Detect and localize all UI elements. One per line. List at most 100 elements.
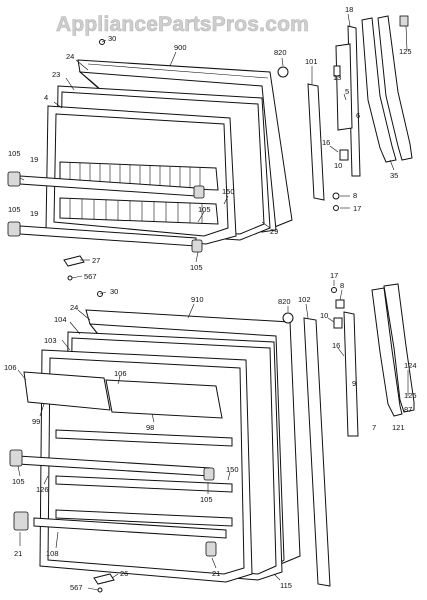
callout-101: 101	[305, 57, 318, 66]
callout-99: 99	[32, 417, 40, 426]
dairy-compartment-door	[23, 371, 111, 411]
freezer-bar-end-cap-left-lower	[7, 221, 21, 237]
callout-23: 23	[52, 70, 60, 79]
freezer-screw-17	[333, 205, 339, 211]
fresh-food-door-stop	[93, 573, 115, 585]
callout-126: 126	[36, 485, 49, 494]
fresh-food-screw-17	[331, 287, 337, 293]
freezer-handle-cap	[399, 15, 409, 27]
callout-125: 125	[404, 391, 417, 400]
callout-820: 820	[278, 297, 291, 306]
callout-105-right-lower: 105	[190, 263, 203, 272]
fresh-food-bar-end-cap-left-lower	[13, 511, 29, 531]
callout-16: 16	[332, 341, 340, 350]
freezer-hinge-shim	[339, 149, 349, 161]
fresh-food-door-shelf-2	[55, 475, 233, 493]
callout-13: 13	[333, 73, 341, 82]
callout-29: 29	[270, 227, 278, 236]
callout-106-left: 106	[4, 363, 17, 372]
callout-30: 30	[110, 287, 118, 296]
fresh-food-bar-end-cap-right-upper	[203, 467, 215, 481]
callout-30: 30	[108, 34, 116, 43]
callout-19-upper: 19	[30, 155, 38, 164]
freezer-hinge-pin	[333, 65, 341, 77]
callout-105-left-upper: 105	[8, 149, 21, 158]
callout-108: 108	[46, 549, 59, 558]
callout-103: 103	[44, 336, 57, 345]
callout-121: 121	[392, 423, 405, 432]
callout-150: 150	[222, 187, 235, 196]
callout-10: 10	[334, 161, 342, 170]
callout-24: 24	[66, 52, 74, 61]
freezer-callouts: 30 900 24 23 4 820 101 18 13 125 5 6 16 …	[8, 5, 412, 281]
watermark-text: AppliancePartsPros.com	[56, 13, 309, 36]
freezer-bar-end-cap-right-upper	[193, 185, 205, 199]
freezer-hole-plug	[277, 66, 289, 78]
callout-115: 115	[280, 581, 292, 590]
freezer-bar-end-cap-left-upper	[7, 171, 21, 187]
callout-900: 900	[174, 43, 187, 52]
callout-21-left: 21	[14, 549, 22, 558]
callout-8: 8	[353, 191, 357, 200]
callout-567: 567	[70, 583, 83, 592]
callout-27: 27	[92, 256, 100, 265]
callout-18: 18	[345, 5, 353, 14]
callout-150: 150	[226, 465, 239, 474]
fresh-food-bar-end-cap-left-upper	[9, 449, 23, 467]
freezer-handle-cover	[377, 15, 413, 161]
callout-105-right-upper: 105	[198, 205, 211, 214]
callout-102: 102	[298, 295, 311, 304]
fresh-food-door-stop-screw	[97, 587, 103, 593]
callout-106-center: 106	[114, 369, 127, 378]
fresh-food-handle-cover	[383, 283, 415, 413]
callout-5: 5	[345, 87, 349, 96]
callout-567: 567	[84, 272, 97, 281]
callout-87: 87	[404, 405, 412, 414]
fresh-food-callouts: 30 910 24 104 103 820 102 17 8 10 16 9 1…	[4, 271, 417, 592]
freezer-door-side-trim	[307, 83, 325, 201]
fresh-food-hinge-shim	[335, 299, 345, 309]
callout-104: 104	[54, 315, 67, 324]
callout-6: 6	[356, 111, 360, 120]
dairy-compartment-door-lid	[105, 379, 223, 419]
freezer-door-stop-screw	[67, 275, 73, 281]
callout-910: 910	[191, 295, 204, 304]
callout-820: 820	[274, 48, 287, 57]
fresh-food-door-handle	[371, 287, 403, 417]
freezer-screw-8	[332, 192, 340, 200]
fresh-food-door-assembly	[9, 280, 415, 593]
callout-35: 35	[390, 171, 398, 180]
freezer-wire-shelf-lower	[59, 197, 219, 225]
callout-8: 8	[340, 281, 344, 290]
freezer-door-assembly	[7, 13, 413, 281]
callout-105-left: 105	[12, 477, 25, 486]
callout-105-right: 105	[200, 495, 213, 504]
freezer-door-handle	[361, 17, 397, 163]
callout-4: 4	[44, 93, 48, 102]
fresh-food-door-shelf-3	[55, 509, 233, 527]
freezer-hinge-plate	[335, 43, 353, 131]
callout-125: 125	[399, 47, 412, 56]
callout-10: 10	[320, 311, 328, 320]
freezer-bar-end-cap-right-lower	[191, 239, 203, 253]
callout-105-left-lower: 105	[8, 205, 21, 214]
callout-17: 17	[330, 271, 338, 280]
callout-17: 17	[353, 204, 361, 213]
callout-19-lower: 19	[30, 209, 38, 218]
freezer-door-stop	[63, 255, 85, 267]
callout-7: 7	[372, 423, 376, 432]
callout-16: 16	[322, 138, 330, 147]
fresh-food-door-shelf-1	[55, 429, 233, 447]
callout-124: 124	[404, 361, 417, 370]
fresh-food-hole-plug	[282, 312, 294, 324]
fresh-food-bar-end-cap-right-lower	[205, 541, 217, 557]
callout-9: 9	[352, 379, 356, 388]
fresh-food-shelf-bar-lower	[33, 517, 227, 539]
callout-24: 24	[70, 303, 78, 312]
callout-98: 98	[146, 423, 154, 432]
fresh-food-door-side-trim	[303, 317, 331, 587]
fresh-food-hinge-bracket	[343, 311, 359, 437]
fresh-food-hinge-pin	[333, 317, 343, 329]
callout-26: 26	[120, 569, 128, 578]
